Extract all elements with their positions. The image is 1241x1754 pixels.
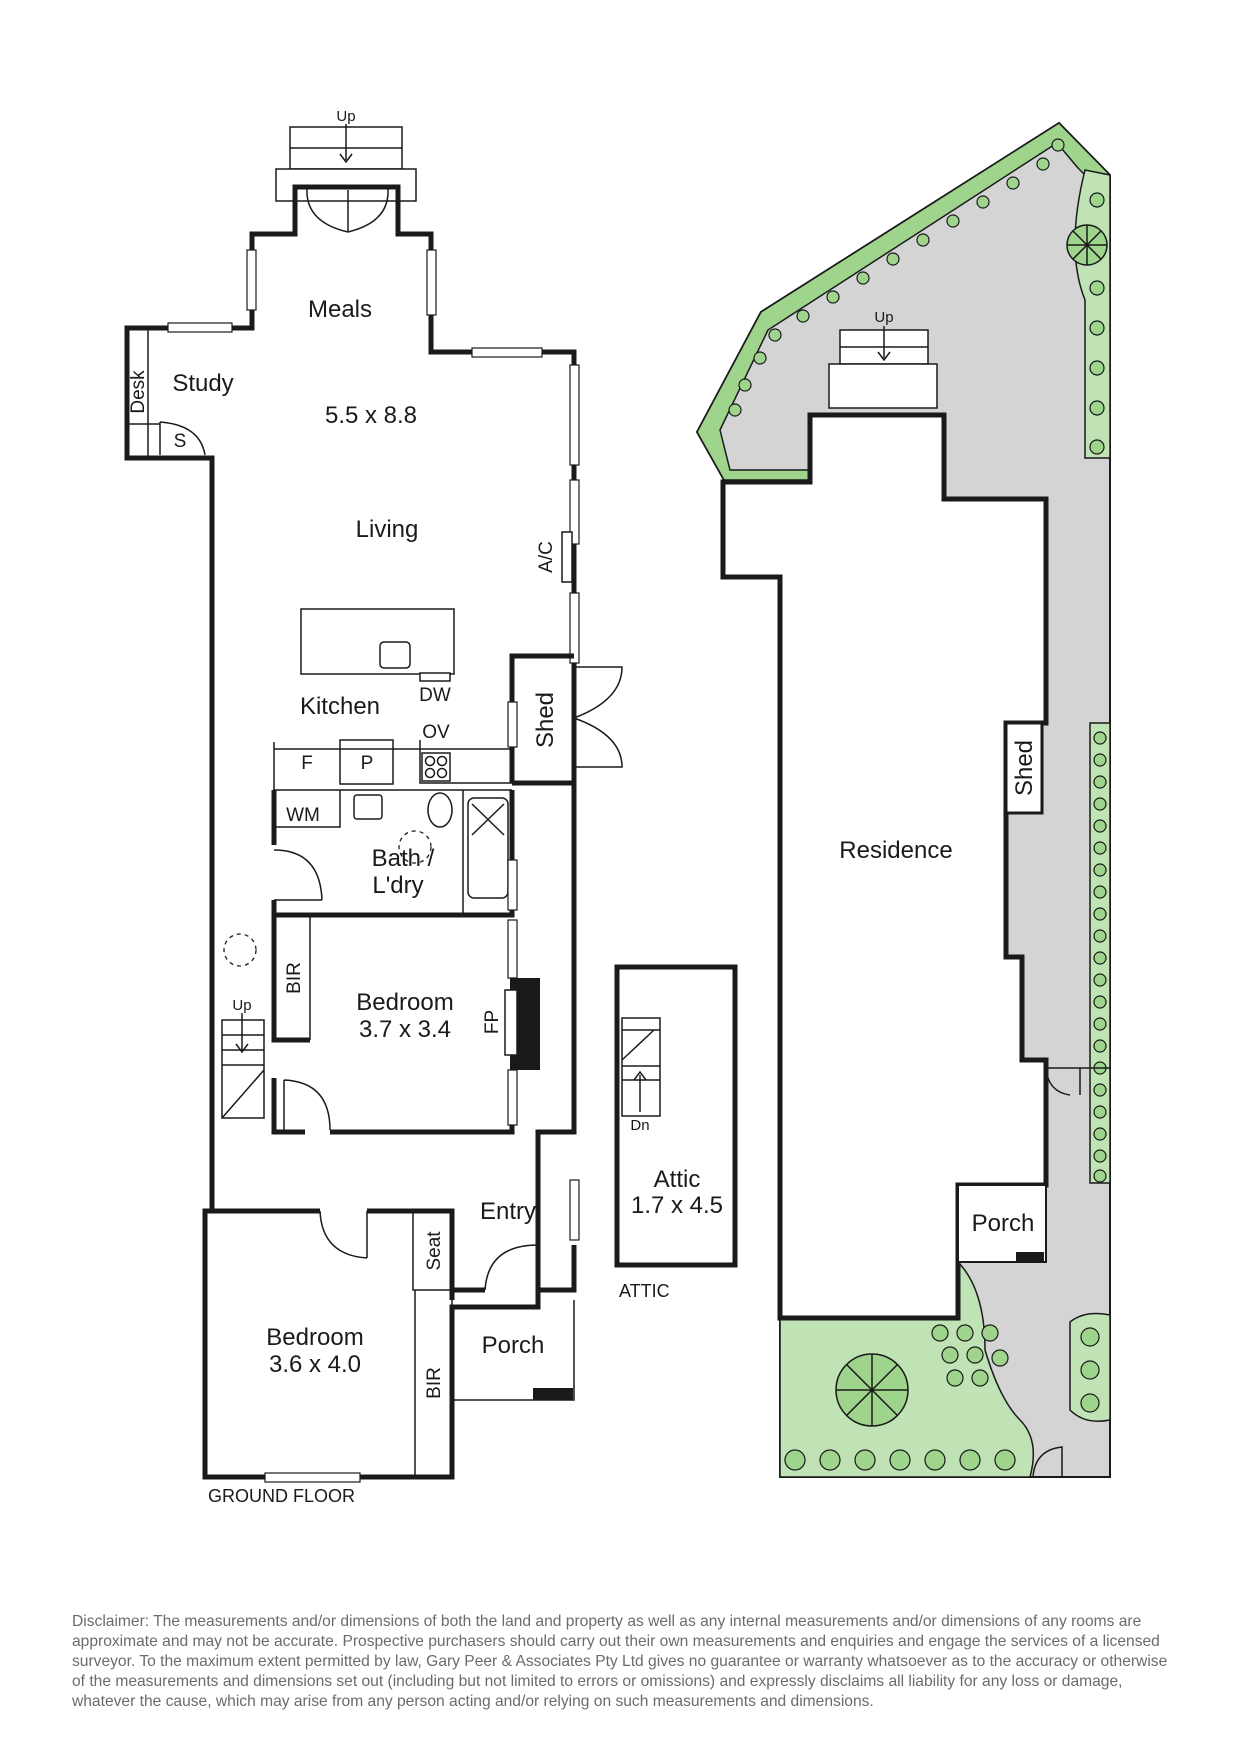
dishwasher-label: DW	[419, 685, 451, 706]
fireplace-label: FP	[482, 1010, 503, 1034]
site-shed-label: Shed	[1011, 740, 1038, 796]
seat-label: Seat	[424, 1231, 445, 1271]
air-con-label: A/C	[536, 541, 557, 573]
oven-cooktop	[421, 752, 451, 782]
site-porch	[957, 1184, 1047, 1263]
attic-stairs-down-label: Dn	[630, 1117, 649, 1134]
entry-label: Entry	[480, 1198, 536, 1225]
residence-label: Residence	[839, 837, 952, 864]
pantry-label: P	[361, 753, 374, 774]
residence-footprint	[720, 412, 1049, 1321]
bedroom2-label: Bedroom	[266, 1324, 363, 1351]
dishwasher	[419, 672, 451, 682]
seat	[412, 1211, 452, 1291]
sink	[379, 641, 411, 669]
washing-machine-label: WM	[286, 805, 320, 826]
site-porch-label: Porch	[972, 1210, 1035, 1237]
bedroom1-door	[283, 1079, 331, 1131]
bath-label: Bath /	[372, 845, 435, 872]
tree-icon	[835, 1353, 909, 1427]
basin	[353, 794, 383, 820]
attic-walls	[614, 964, 738, 1268]
ground-floor-caption: GROUND FLOOR	[208, 1486, 355, 1506]
attic-stairs	[221, 1019, 265, 1119]
meals-label: Meals	[308, 296, 372, 323]
bedroom2-door	[319, 1210, 368, 1259]
ceiling-fixture	[223, 933, 257, 967]
attic-caption: ATTIC	[619, 1281, 670, 1301]
porch-label: Porch	[482, 1332, 545, 1359]
laundry-door	[273, 849, 323, 901]
kitchen-island	[300, 608, 455, 675]
front-lawn	[779, 1260, 1035, 1478]
kitchen-label: Kitchen	[300, 693, 380, 720]
disclaimer-text: Disclaimer: The measurements and/or dime…	[72, 1613, 1168, 1710]
bedroom1-label: Bedroom	[356, 989, 453, 1016]
porch-post	[533, 1388, 573, 1400]
attic-dims: 1.7 x 4.5	[631, 1192, 723, 1219]
site-rear-steps-up-label: Up	[874, 309, 893, 326]
storage-label: S	[174, 431, 187, 452]
bedroom2-dims: 3.6 x 4.0	[269, 1351, 361, 1378]
storage-cupboard	[159, 421, 206, 456]
tree-icon	[1066, 224, 1108, 266]
fridge-label: F	[301, 753, 313, 774]
oven-label: OV	[422, 722, 450, 743]
toilet	[427, 792, 453, 828]
shed-doors	[573, 666, 623, 768]
bedroom1-robe-label: BIR	[284, 962, 305, 994]
floor-waste	[398, 830, 432, 864]
ground-floor-walls	[124, 184, 577, 1480]
bath-laundry-walls	[274, 789, 512, 915]
ground-floor-plan	[124, 124, 623, 1483]
laundry-label: L'dry	[372, 872, 423, 899]
rear-steps-up-label: Up	[336, 108, 355, 125]
bedroom2-robe-label: BIR	[424, 1367, 445, 1399]
bathtub	[467, 797, 509, 899]
desk-label: Desk	[128, 370, 149, 414]
living-label: Living	[356, 516, 419, 543]
front-gate	[1032, 1446, 1063, 1478]
side-gate	[1045, 1067, 1110, 1096]
attic-stairs-down	[621, 1017, 661, 1117]
shed-label: Shed	[532, 692, 559, 748]
french-doors	[306, 187, 389, 233]
entry-door	[484, 1244, 539, 1291]
meals-living-dims: 5.5 x 8.8	[325, 402, 417, 429]
bedroom1-dims: 3.7 x 3.4	[359, 1016, 451, 1043]
site-shed	[1004, 721, 1044, 815]
attic-label: Attic	[654, 1166, 701, 1193]
air-conditioner	[561, 531, 573, 583]
attic-plan	[614, 964, 738, 1268]
shrubs	[728, 138, 1107, 1471]
study-window	[167, 322, 233, 333]
stairs-up-label: Up	[232, 997, 251, 1014]
study-label: Study	[172, 370, 233, 397]
porch-outline	[451, 1300, 575, 1401]
site-plan	[695, 121, 1111, 1478]
